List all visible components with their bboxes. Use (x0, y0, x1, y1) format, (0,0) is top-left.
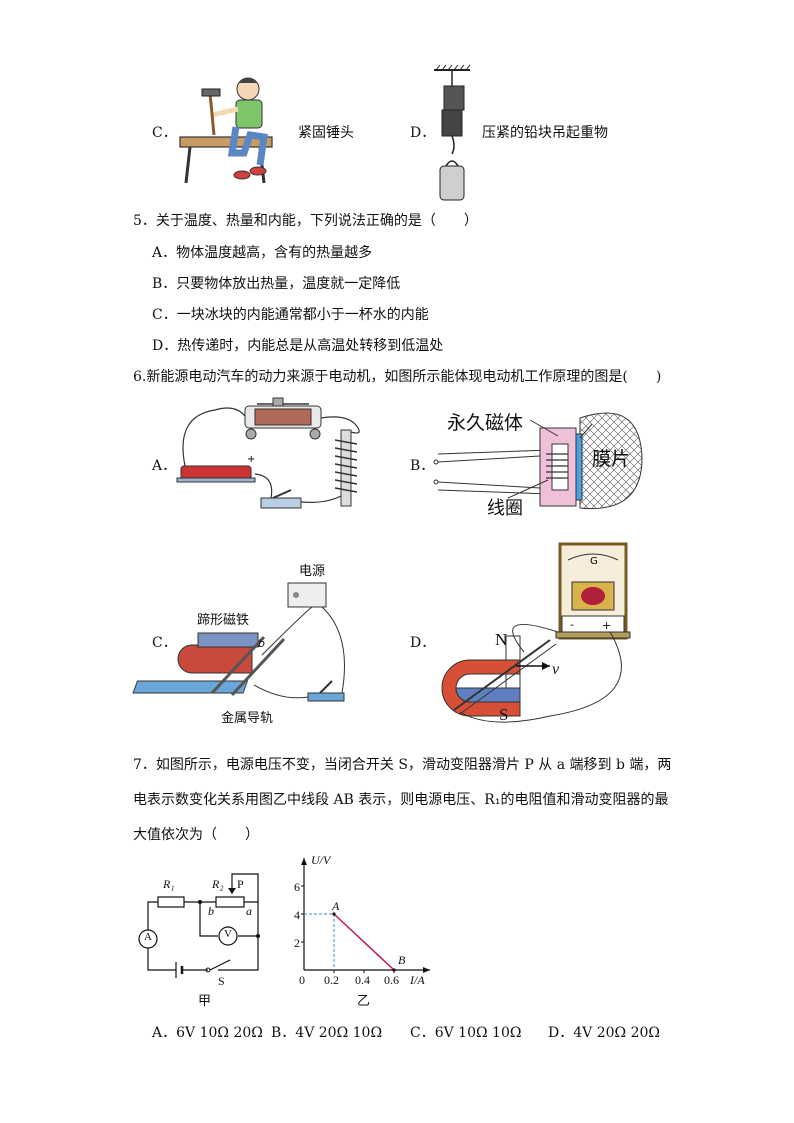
voltmeter-label: V (224, 928, 232, 940)
circuit-r1-label: R₁ (163, 877, 175, 891)
graph-x-arrow (423, 967, 430, 973)
q6-option-b-letter: B． (410, 458, 435, 474)
q4-option-d-text: 压紧的铅块吊起重物 (482, 125, 608, 141)
q5-option-c: C．一块冰块的内能通常都小于一杯水的内能 (152, 307, 429, 323)
graph-point-a-label: A (332, 899, 340, 913)
q5-option-d: D．热传递时，内能总是从高温处转移到低温处 (152, 338, 444, 354)
fig-d-v-label: v (552, 661, 560, 678)
q5-stem: 5．关于温度、热量和内能，下列说法正确的是（ ） (133, 213, 478, 229)
graph-xtick-0: 0 (299, 973, 305, 987)
q7-stem-line2: 电表示数变化关系用图乙中线段 AB 表示，则电源电压、R₁的电阻值和滑动变阻器的… (133, 792, 669, 808)
graph-xtick-0.6: 0.6 (384, 973, 399, 987)
graph-ytick-4: 4 (294, 908, 300, 922)
fig-b-magnet-label: 永久磁体 (447, 412, 524, 434)
q7-option-c: C．6V 10Ω 10Ω (410, 1025, 522, 1041)
q6-option-c-letter: C． (152, 635, 177, 651)
svg-text:+: + (602, 619, 611, 632)
fig-c-magnet-label: 蹄形磁铁 (197, 613, 250, 628)
graph-ytick-6: 6 (294, 880, 300, 894)
lead-blocks-figure (434, 64, 471, 201)
speaker-figure (433, 412, 643, 510)
q7-stem-line1: 7．如图所示，电源电压不变，当闭合开关 S，滑动变阻器滑片 P 从 a 端移到 … (133, 757, 672, 773)
ui-graph (301, 858, 430, 973)
svg-text:+: + (247, 454, 255, 465)
circuit-b-label: b (208, 904, 214, 918)
graph-point (332, 912, 336, 916)
q4-option-d-letter: D． (410, 125, 436, 141)
fig-c-rail-label: 金属导轨 (221, 711, 274, 726)
fig-d-s-label: S (499, 705, 509, 724)
circuit-caption: 甲 (198, 994, 212, 1009)
graph-xtick-0.2: 0.2 (324, 973, 339, 987)
svg-text:-: - (570, 618, 574, 631)
q7-option-a: A．6V 10Ω 20Ω (152, 1025, 263, 1041)
graph-caption: 乙 (357, 994, 371, 1009)
q7-option-b: B．4V 20Ω 10Ω (271, 1025, 383, 1041)
svg-text:G: G (590, 556, 598, 567)
graph-xtick-0.4: 0.4 (355, 973, 370, 987)
graph-segment-ab (333, 913, 395, 971)
ammeter-label: A (144, 931, 152, 943)
q6-stem: 6.新能源电动汽车的动力来源于电动机，如图所示能体现电动机工作原理的图是( ) (133, 369, 662, 385)
q5-option-a: A．物体温度越高，含有的热量越多 (152, 245, 373, 261)
q7-option-d: D．4V 20Ω 20Ω (548, 1025, 660, 1041)
graph-point (392, 968, 396, 972)
generator-rails-figure (132, 582, 345, 702)
circuit-a-label: a (246, 904, 252, 918)
graph-ytick-2: 2 (294, 936, 300, 950)
fig-d-n-label: N (495, 630, 508, 649)
fig-c-power-label: 电源 (299, 564, 326, 579)
graph-xlabel: I/A (410, 973, 425, 987)
circuit-r2-label: R₂ (212, 877, 224, 891)
q4-option-c-letter: C． (152, 125, 177, 141)
hammer-figure (179, 77, 273, 184)
q6-option-a-letter: A． (152, 458, 177, 474)
q7-stem-line3: 大值依次为（ ） (133, 827, 259, 843)
electromagnet-figure: + (176, 397, 360, 509)
q5-option-b: B．只要物体放出热量，温度就一定降低 (152, 276, 401, 292)
graph-y-arrow (301, 858, 307, 865)
fig-b-coil-label: 线圈 (487, 498, 523, 519)
graph-ylabel: U/V (311, 853, 331, 867)
circuit-p-label: P (237, 877, 244, 891)
galvanometer-magnet-figure: G - + (441, 542, 631, 723)
q4-option-c-text: 紧固锤头 (298, 125, 354, 141)
fig-c-b-label: b (258, 637, 265, 650)
graph-point-b-label: B (398, 953, 406, 967)
fig-b-membrane-label: 膜片 (592, 448, 631, 470)
switch-label: S (218, 974, 225, 988)
circuit-diagram (138, 873, 260, 978)
q6-option-d-letter: D． (410, 635, 436, 651)
